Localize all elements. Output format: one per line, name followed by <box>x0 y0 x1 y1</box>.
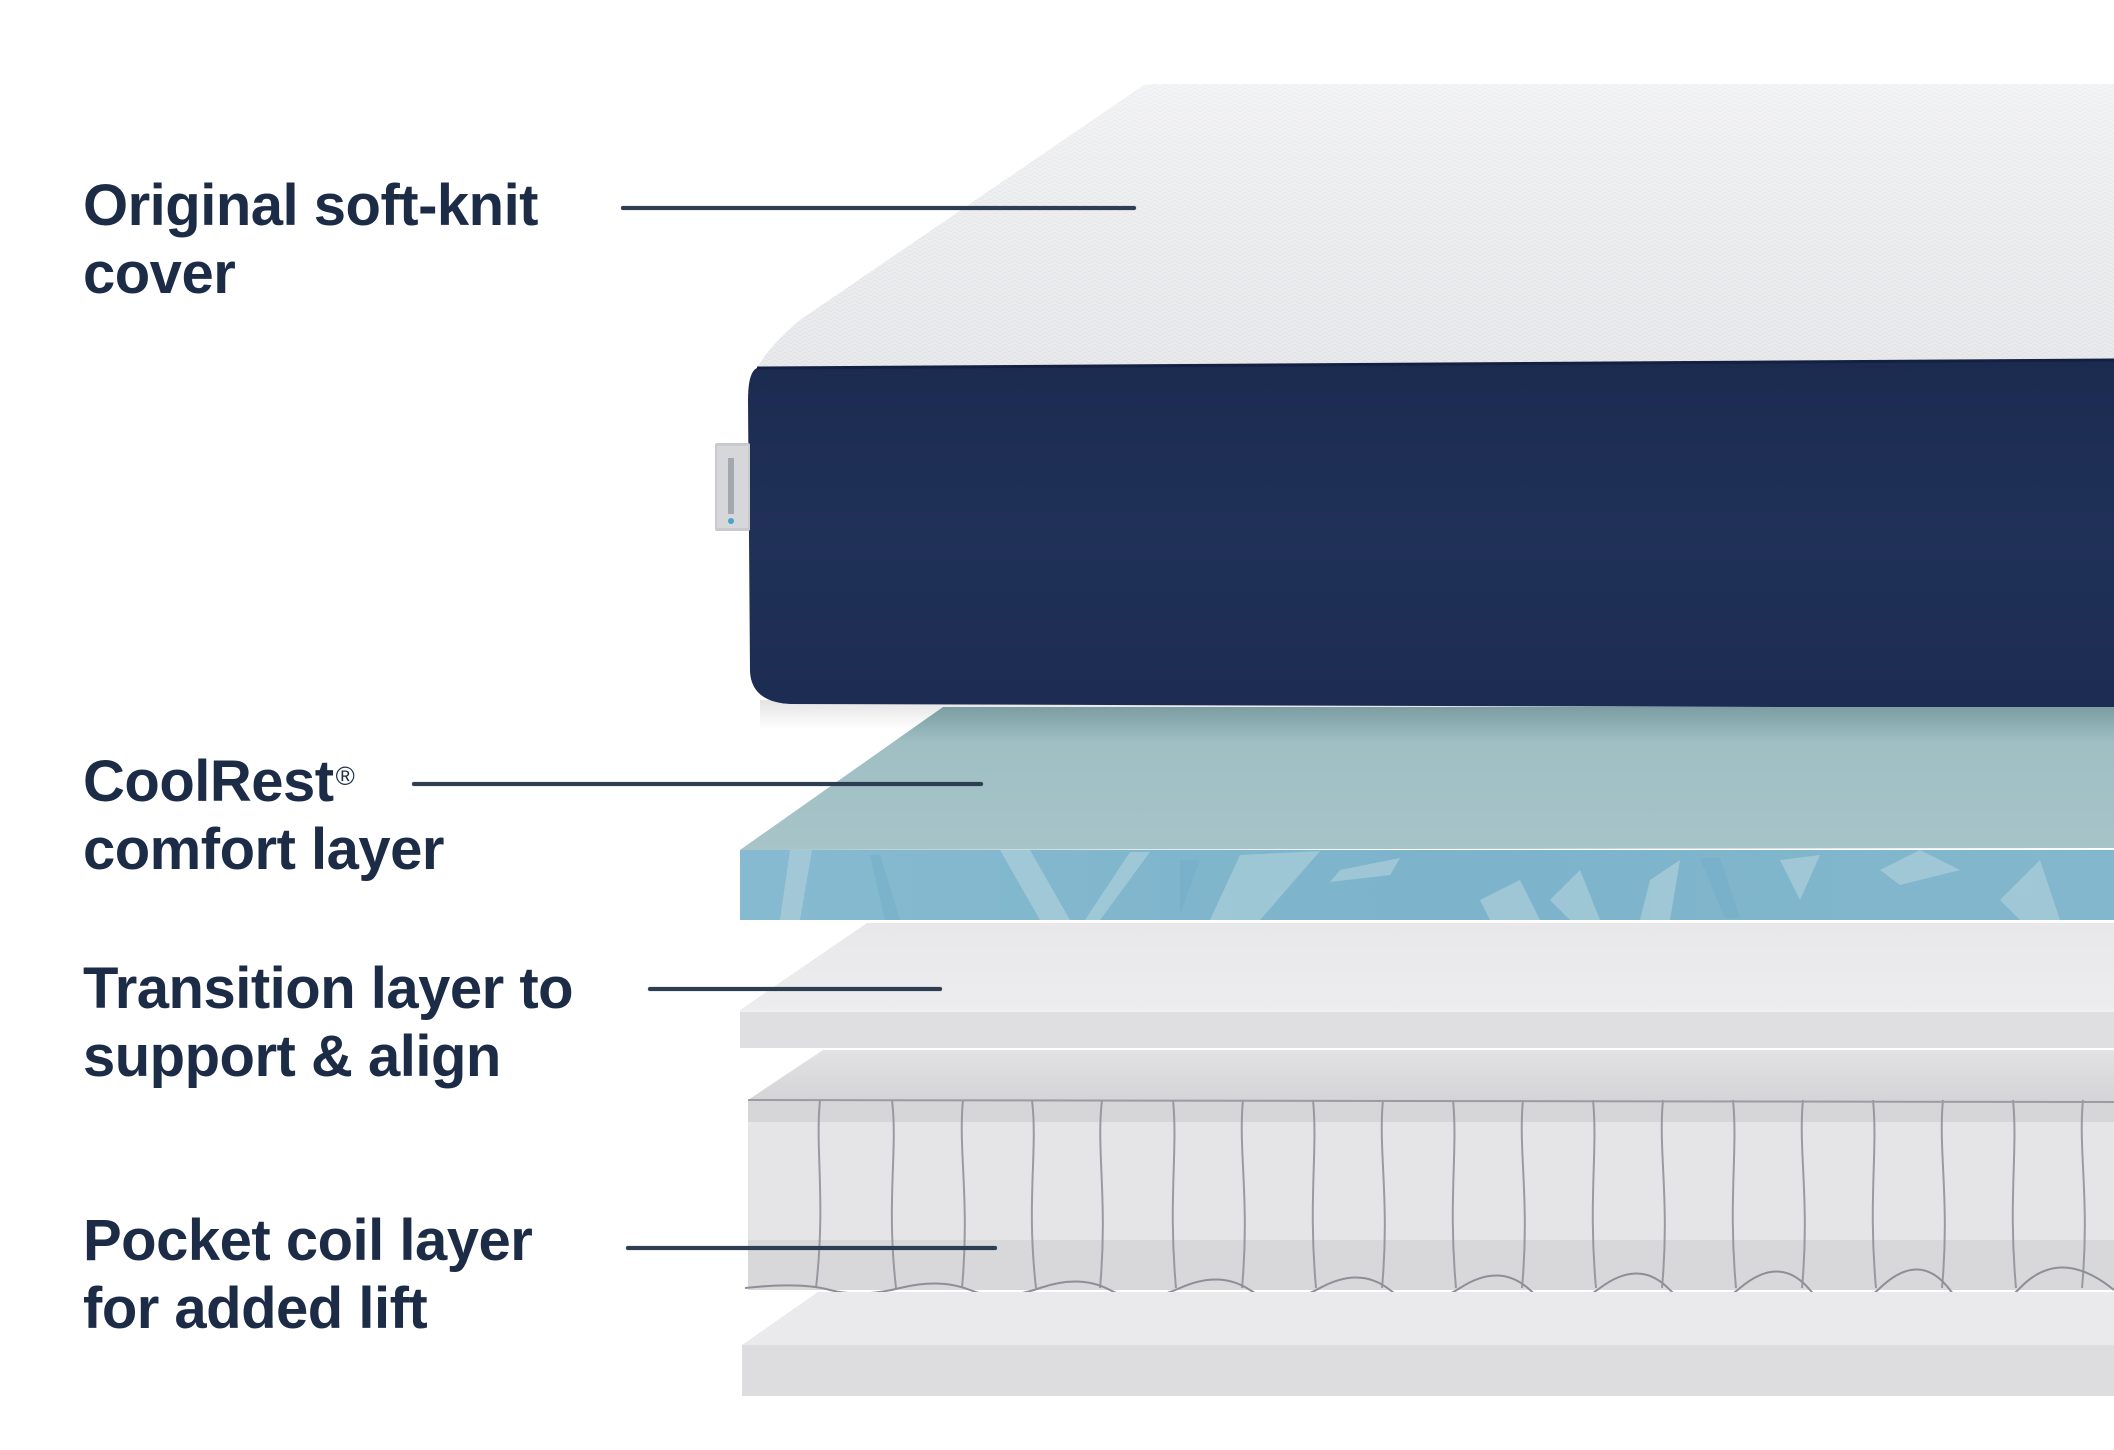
label-cover: Original soft-knit cover <box>83 172 539 308</box>
label-coil: Pocket coil layer for added lift <box>83 1207 533 1343</box>
leader-line-transition <box>648 987 942 991</box>
comfort-layer <box>740 707 2114 920</box>
label-cover-line2: cover <box>83 241 236 306</box>
label-transition-line1: Transition layer to <box>83 956 574 1021</box>
brand-name: CoolRest <box>83 749 334 814</box>
transition-layer <box>740 923 2114 1048</box>
label-cover-line1: Original soft-knit <box>83 173 539 238</box>
coil-dividers <box>815 1099 2086 1289</box>
leader-line-cover <box>621 206 1136 210</box>
leader-line-comfort <box>412 782 983 786</box>
label-comfort-line1: CoolRest® <box>83 748 444 816</box>
label-coil-line2: for added lift <box>83 1276 428 1341</box>
leader-line-coil <box>626 1246 997 1250</box>
cover-layer <box>715 84 2114 730</box>
registered-mark: ® <box>335 761 355 791</box>
label-coil-line1: Pocket coil layer <box>83 1208 533 1273</box>
label-transition: Transition layer to support & align <box>83 955 574 1091</box>
pocket-coil-layer <box>744 1050 2114 1311</box>
label-comfort: CoolRest® comfort layer <box>83 748 444 884</box>
base-layer <box>742 1292 2114 1396</box>
label-transition-line2: support & align <box>83 1024 501 1089</box>
brand-tag-icon <box>715 443 750 531</box>
label-comfort-line2: comfort layer <box>83 817 444 882</box>
